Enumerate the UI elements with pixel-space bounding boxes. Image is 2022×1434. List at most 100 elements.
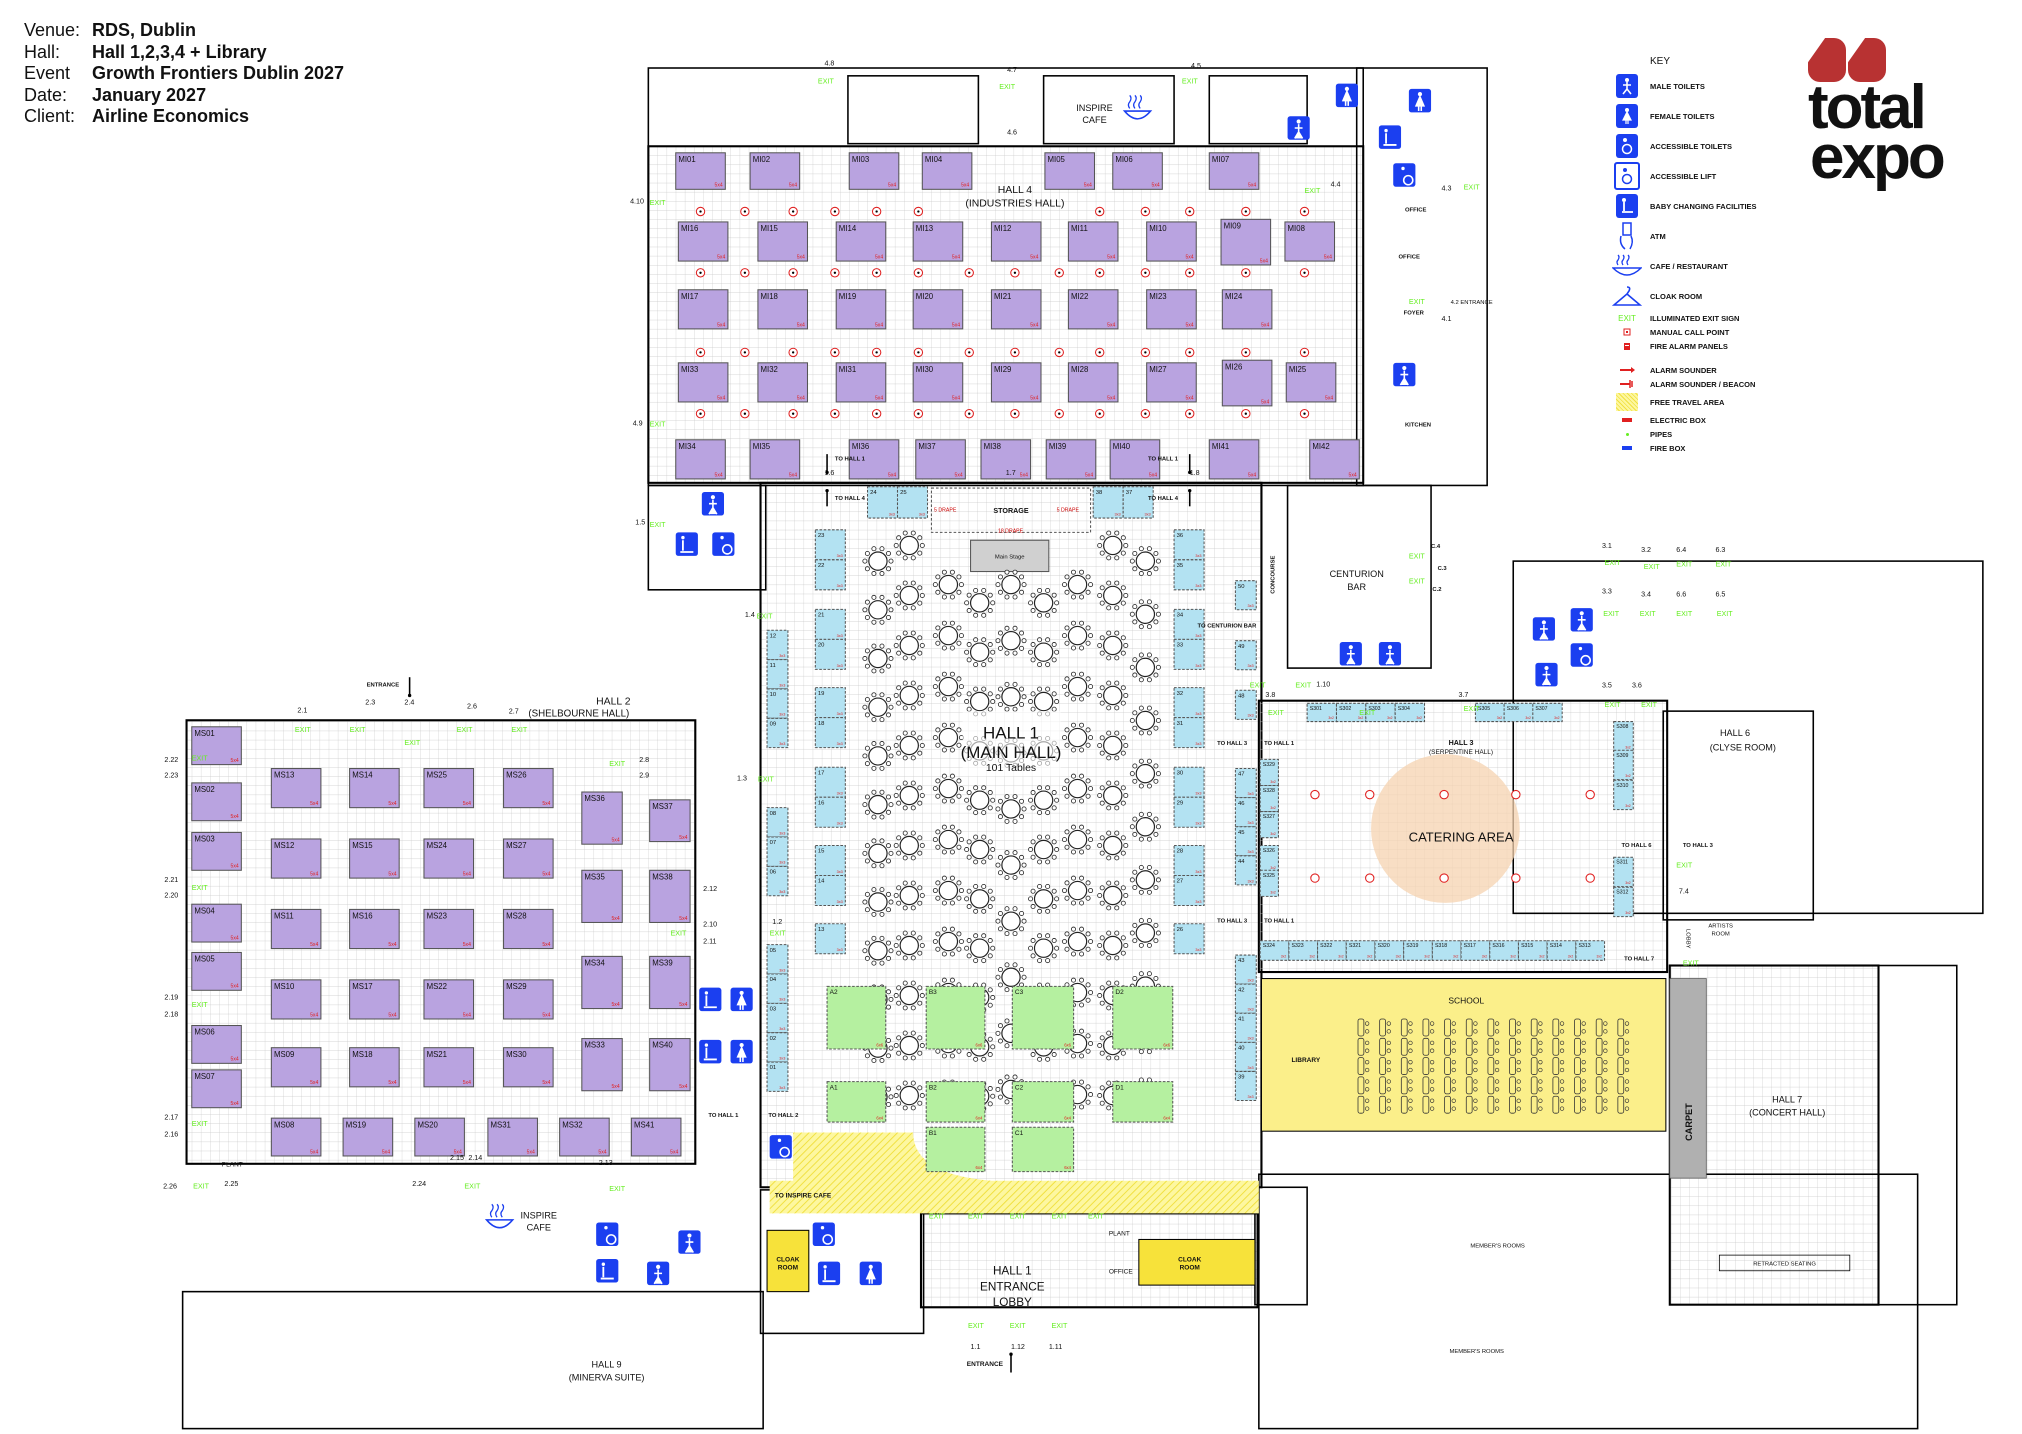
hall1-booth[interactable]: 323x3: [1173, 687, 1205, 719]
hall1-booth[interactable]: 013x3: [766, 1061, 789, 1092]
hall1-booth[interactable]: 203x3: [814, 638, 846, 670]
hall2-booth[interactable]: MS415x4: [630, 1117, 682, 1157]
hall1-booth[interactable]: 223x3: [814, 559, 846, 591]
hall4-booth[interactable]: MI115x4: [1067, 221, 1119, 262]
hall2-booth[interactable]: MS365x4: [581, 791, 623, 845]
hall4-booth[interactable]: MI325x4: [757, 362, 809, 403]
hall1-booth[interactable]: 463x3: [1234, 797, 1257, 828]
hall4-booth[interactable]: MI315x4: [835, 362, 887, 403]
hall1-booth[interactable]: 173x3: [814, 766, 846, 798]
hall4-booth[interactable]: MI155x4: [757, 221, 809, 262]
island-booth[interactable]: B16x4: [925, 1126, 986, 1173]
hall1-booth[interactable]: 163x3: [814, 796, 846, 828]
hall4-booth[interactable]: MI245x4: [1221, 289, 1273, 330]
hall4-booth[interactable]: MI085x4: [1284, 221, 1336, 262]
hall1-booth[interactable]: 133x3: [814, 923, 846, 955]
hall1-booth[interactable]: 403x3: [1234, 1041, 1257, 1072]
hall4-booth[interactable]: MI425x4: [1309, 439, 1360, 480]
hall4-booth[interactable]: MI255x4: [1285, 362, 1337, 403]
hall2-booth[interactable]: MS275x4: [503, 838, 554, 879]
hall1-booth[interactable]: 333x3: [1173, 638, 1205, 670]
hall2-booth[interactable]: MS315x4: [487, 1117, 538, 1157]
hall2-booth[interactable]: MS045x4: [191, 903, 242, 943]
hall3-booth[interactable]: S3123x2: [1613, 886, 1634, 918]
hall3-booth[interactable]: S3113x2: [1613, 856, 1634, 888]
hall2-booth[interactable]: MS085x4: [270, 1117, 322, 1157]
hall2-booth[interactable]: MS025x4: [191, 782, 242, 822]
hall4-booth[interactable]: MI035x4: [848, 152, 900, 190]
hall4-booth[interactable]: MI375x4: [915, 439, 966, 480]
hall1-booth[interactable]: 393x3: [1234, 1070, 1257, 1102]
hall4-booth[interactable]: MI345x4: [675, 439, 726, 480]
hall2-booth[interactable]: MS295x4: [503, 979, 554, 1020]
hall2-booth[interactable]: MS395x4: [649, 955, 691, 1010]
hall4-booth[interactable]: MI215x4: [990, 289, 1042, 330]
hall4-booth[interactable]: MI335x4: [677, 362, 729, 403]
hall3-booth[interactable]: S3263x2: [1259, 844, 1279, 873]
hall3-booth[interactable]: S3023x2: [1335, 702, 1367, 723]
hall2-booth[interactable]: MS175x4: [349, 979, 400, 1020]
hall3-booth[interactable]: S3133x2: [1575, 940, 1606, 961]
hall4-booth[interactable]: MI065x4: [1112, 152, 1163, 190]
hall4-booth[interactable]: MI185x4: [757, 289, 809, 330]
hall3-booth[interactable]: S3183x2: [1431, 940, 1462, 961]
hall2-booth[interactable]: MS205x4: [414, 1117, 465, 1157]
island-booth[interactable]: A16x4: [826, 1081, 887, 1123]
hall2-booth[interactable]: MS325x4: [559, 1117, 610, 1157]
hall3-booth[interactable]: S3053x2: [1474, 702, 1506, 723]
hall1-booth[interactable]: 143x3: [814, 874, 846, 907]
hall2-booth[interactable]: MS095x4: [270, 1047, 322, 1088]
hall1-booth[interactable]: 453x3: [1234, 826, 1257, 857]
island-booth[interactable]: C26x4: [1011, 1081, 1075, 1123]
hall1-booth[interactable]: 373x3: [1122, 486, 1154, 519]
hall3-booth[interactable]: S3093x2: [1613, 749, 1634, 781]
hall1-booth[interactable]: 103x3: [766, 688, 789, 719]
hall3-booth[interactable]: S3103x2: [1613, 779, 1634, 811]
hall1-booth[interactable]: 253x3: [896, 486, 929, 519]
hall1-booth[interactable]: 343x3: [1173, 608, 1205, 640]
hall4-booth[interactable]: MI225x4: [1067, 289, 1119, 330]
hall1-booth[interactable]: 153x3: [814, 844, 846, 877]
hall2-booth[interactable]: MS265x4: [503, 768, 554, 809]
hall1-booth[interactable]: 313x3: [1173, 717, 1205, 749]
hall2-booth[interactable]: MS055x4: [191, 951, 242, 991]
hall1-booth[interactable]: 433x3: [1234, 954, 1257, 985]
hall4-booth[interactable]: MI415x4: [1208, 439, 1260, 480]
hall4-booth[interactable]: MI175x4: [677, 289, 729, 330]
hall3-booth[interactable]: S3173x2: [1460, 940, 1491, 961]
hall1-booth[interactable]: 033x3: [766, 1002, 789, 1034]
hall2-booth[interactable]: MS385x4: [649, 869, 691, 923]
hall4-booth[interactable]: MI015x4: [675, 152, 726, 190]
island-booth[interactable]: C16x4: [1011, 1126, 1075, 1173]
hall1-booth[interactable]: 383x3: [1092, 486, 1124, 519]
hall1-booth[interactable]: 303x3: [1173, 766, 1205, 798]
hall2-booth[interactable]: MS065x4: [191, 1024, 242, 1064]
hall1-booth[interactable]: 483x3: [1234, 689, 1257, 720]
hall4-booth[interactable]: MI105x4: [1146, 221, 1197, 262]
hall2-booth[interactable]: MS165x4: [349, 908, 400, 950]
hall1-booth[interactable]: 493x3: [1234, 640, 1257, 671]
hall1-booth[interactable]: 273x3: [1173, 874, 1205, 907]
hall1-booth[interactable]: 023x3: [766, 1032, 789, 1063]
hall2-booth[interactable]: MS115x4: [270, 908, 322, 950]
hall1-booth[interactable]: 083x3: [766, 807, 789, 838]
hall3-booth[interactable]: S3273x2: [1259, 811, 1279, 839]
island-booth[interactable]: D26x6: [1112, 985, 1174, 1050]
hall2-booth[interactable]: MS355x4: [581, 869, 623, 923]
hall3-booth[interactable]: S3013x2: [1306, 702, 1337, 723]
hall4-booth[interactable]: MI365x4: [848, 439, 900, 480]
hall2-booth[interactable]: MS345x4: [581, 955, 623, 1010]
hall3-booth[interactable]: S3253x2: [1259, 869, 1279, 897]
hall2-booth[interactable]: MS405x4: [649, 1038, 691, 1092]
hall4-booth[interactable]: MI405x4: [1109, 439, 1161, 480]
hall2-booth[interactable]: MS105x4: [270, 979, 322, 1020]
hall2-booth[interactable]: MS285x4: [503, 908, 554, 950]
hall3-booth[interactable]: S3283x2: [1259, 784, 1279, 813]
hall3-booth[interactable]: S3213x2: [1345, 940, 1376, 961]
hall1-booth[interactable]: 423x3: [1234, 983, 1257, 1014]
hall4-booth[interactable]: MI135x4: [912, 221, 964, 262]
hall4-booth[interactable]: MI075x4: [1208, 152, 1260, 190]
hall2-booth[interactable]: MS375x4: [649, 799, 691, 843]
hall3-booth[interactable]: S3203x2: [1374, 940, 1405, 961]
hall2-booth[interactable]: MS235x4: [423, 908, 475, 950]
